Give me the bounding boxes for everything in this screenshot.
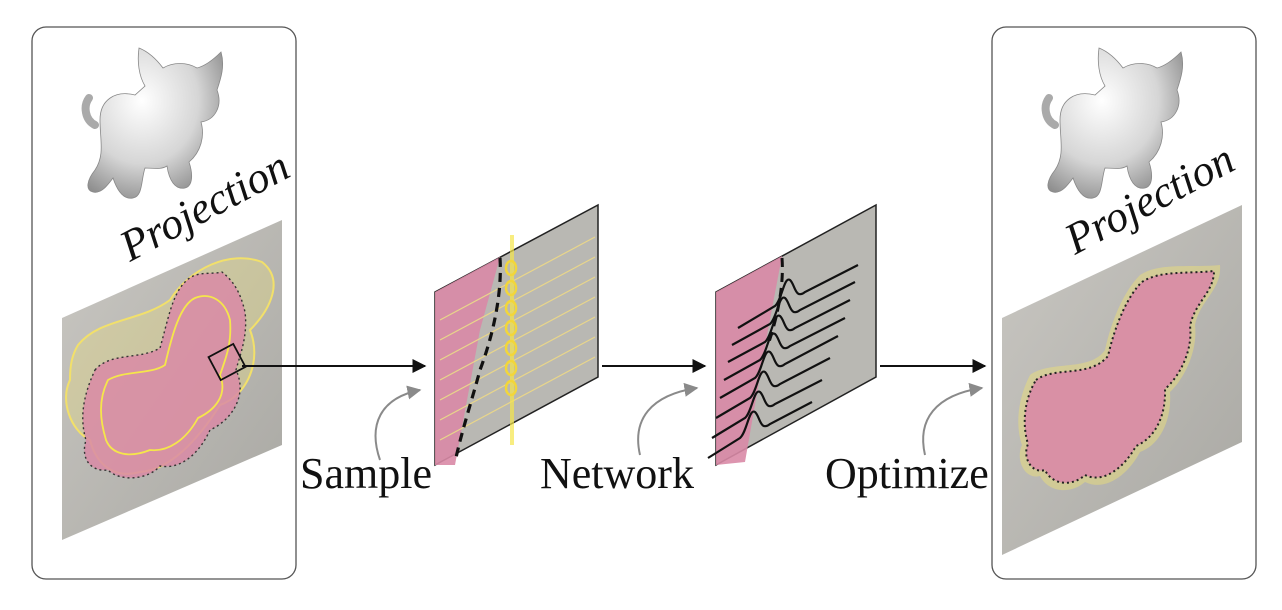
sample-plane-pink-region	[435, 257, 500, 465]
step-label-optimize: Optimize	[825, 449, 989, 498]
kitty-model-icon	[81, 47, 224, 199]
kitty-model-icon-right	[1041, 47, 1184, 199]
network-response-curves	[707, 264, 859, 459]
sample-points	[504, 259, 518, 397]
step-label-sample: Sample	[300, 449, 432, 498]
right-object-silhouette	[1023, 269, 1216, 484]
step-label-network: Network	[540, 449, 694, 498]
network-plane-pink-region	[716, 256, 782, 465]
network-plane	[707, 203, 877, 467]
left-panel: Projection	[31, 26, 297, 580]
sample-plane	[434, 203, 599, 467]
left-object-silhouette	[82, 271, 247, 479]
network-gray-arrow	[637, 382, 699, 456]
right-panel: Projection	[991, 26, 1257, 580]
optimize-gray-arrow	[922, 382, 984, 456]
sample-region-box	[207, 342, 247, 382]
sample-gray-arrow	[374, 385, 422, 461]
left-inner-contour	[100, 295, 232, 456]
sampling-lines	[439, 236, 596, 441]
